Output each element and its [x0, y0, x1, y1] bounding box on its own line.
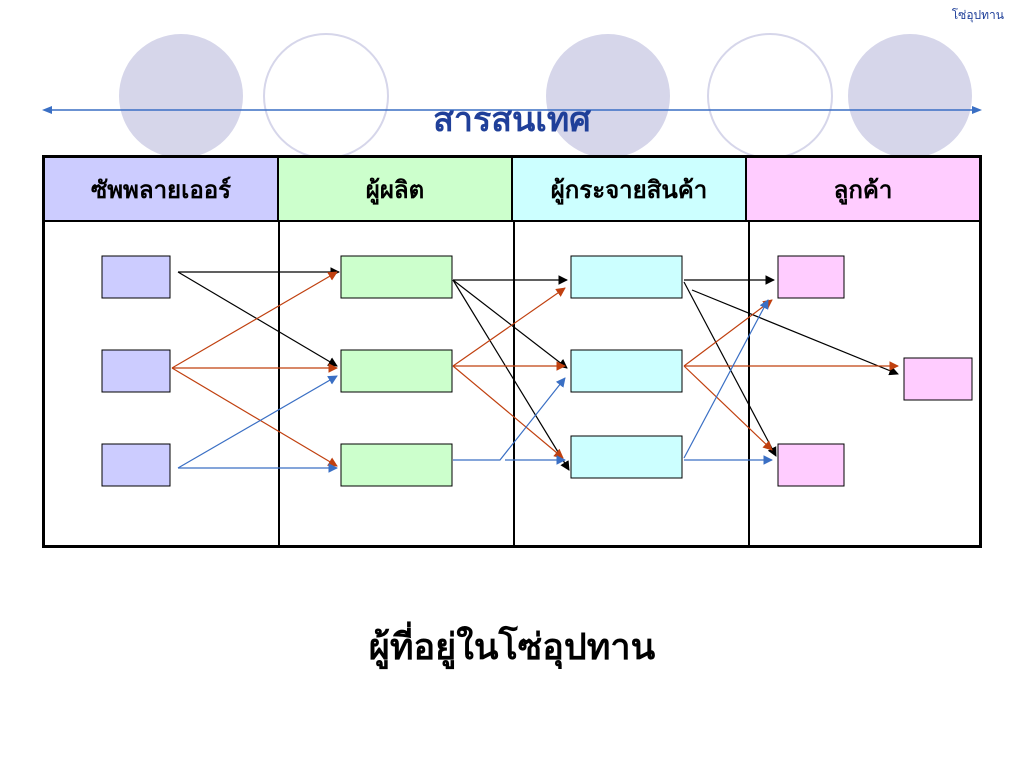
manufacturer-node-3 [340, 443, 453, 487]
flow-arrow [452, 279, 568, 369]
decorative-circles [42, 33, 982, 159]
deco-circle-filled-2 [546, 34, 670, 158]
supply-chain-table: ซัพพลายเออร์ ผู้ผลิต ผู้กระจายสินค้า ลูก… [42, 155, 982, 548]
deco-circle-filled-1 [119, 34, 243, 158]
flow-arrow [453, 377, 566, 461]
column-divider-2 [513, 222, 515, 545]
supplier-node-2 [101, 349, 171, 393]
table-header-row: ซัพพลายเออร์ ผู้ผลิต ผู้กระจายสินค้า ลูก… [45, 158, 979, 222]
header-manufacturers: ผู้ผลิต [279, 158, 513, 220]
flow-arrow [171, 271, 338, 369]
supplier-node-1 [101, 255, 171, 299]
manufacturer-node-1 [340, 255, 453, 299]
deco-circle-filled-3 [848, 34, 972, 158]
flow-arrow [452, 365, 564, 459]
flow-arrow [452, 287, 566, 367]
flow-arrow [683, 365, 773, 451]
supplier-node-3 [101, 443, 171, 487]
flow-arrow [683, 299, 769, 459]
customer-node-3 [777, 443, 845, 487]
header-suppliers: ซัพพลายเออร์ [45, 158, 279, 220]
info-flow-arrowhead-right [972, 106, 982, 114]
flow-arrow [691, 289, 899, 376]
column-divider-3 [748, 222, 750, 545]
distributor-node-3 [570, 435, 683, 479]
distributor-node-2 [570, 349, 683, 393]
flow-arrow [171, 367, 338, 467]
info-flow-arrowhead-left [42, 106, 52, 114]
flow-arrow [683, 299, 773, 367]
information-title: สารสนเทศ [433, 100, 591, 140]
customer-node-2 [903, 357, 973, 401]
distributor-node-1 [570, 255, 683, 299]
column-divider-1 [278, 222, 280, 545]
customer-node-1 [777, 255, 845, 299]
slide-corner-label: โซ่อุปทาน [951, 8, 1004, 22]
footer-caption: ผู้ที่อยู่ในโซ่อุปทาน [368, 626, 656, 668]
header-distributors: ผู้กระจายสินค้า [513, 158, 747, 220]
flow-arrow [683, 281, 777, 457]
flow-arrow [452, 279, 570, 471]
header-customers: ลูกค้า [747, 158, 979, 220]
flow-arrow [177, 271, 338, 367]
flow-arrow [177, 375, 338, 469]
manufacturer-node-2 [340, 349, 453, 393]
